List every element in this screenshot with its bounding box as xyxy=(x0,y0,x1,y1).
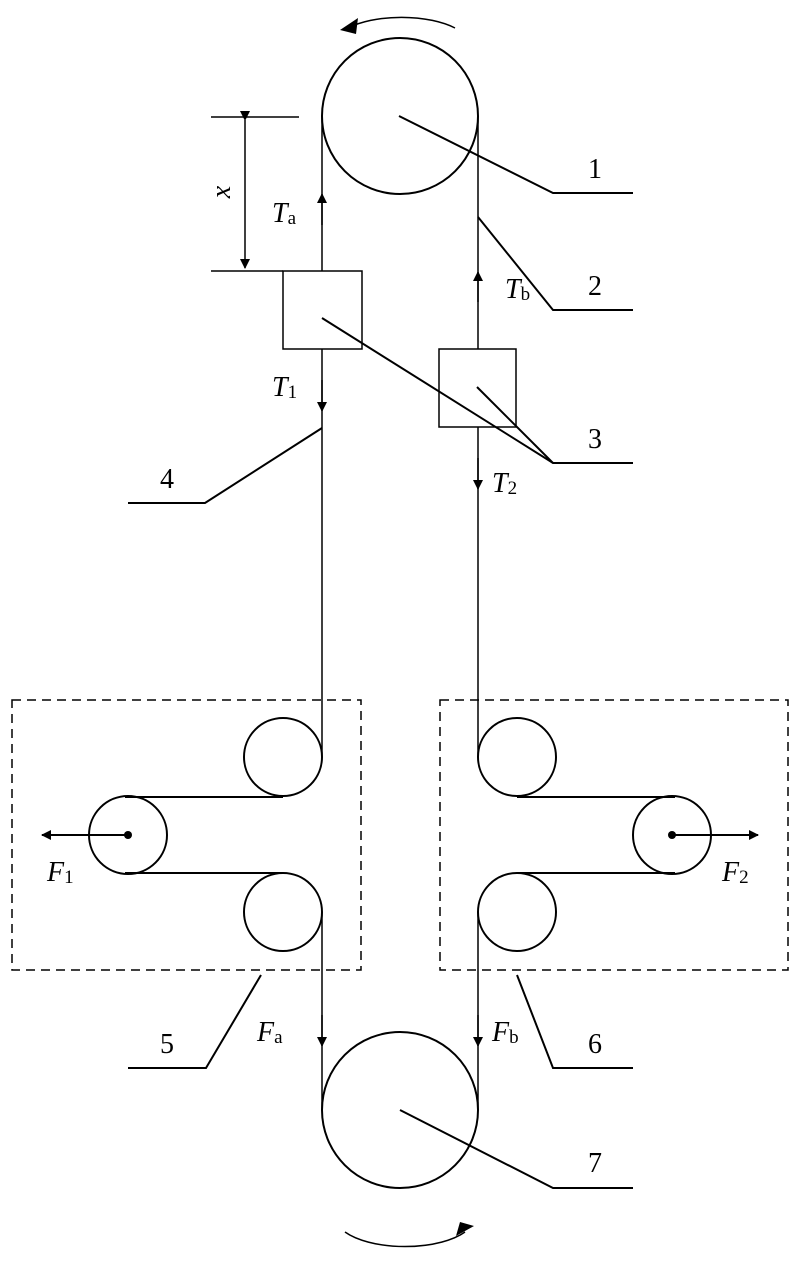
Ta-label: Ta xyxy=(272,198,297,229)
T2-label: T2 xyxy=(492,468,517,499)
Fa-label: Fa xyxy=(256,1017,283,1048)
leader-3b xyxy=(476,386,554,464)
label-3: 3 xyxy=(588,424,602,455)
right-tensioner-box xyxy=(439,699,789,971)
label-7: 7 xyxy=(588,1148,602,1179)
leader-6 xyxy=(516,974,633,1069)
bottom-rotation-arc xyxy=(344,1231,466,1248)
right-guide-pulley-upper xyxy=(477,717,557,797)
bottom-rotation-arrowhead-icon xyxy=(456,1222,474,1236)
top-rotation-arrowhead-icon xyxy=(340,18,358,34)
T1-label: T1 xyxy=(272,372,297,403)
label-2: 2 xyxy=(588,271,602,302)
x-label: x xyxy=(206,185,237,199)
left-tensioner-box xyxy=(11,699,362,971)
Tb-label: Tb xyxy=(505,274,530,305)
label-5: 5 xyxy=(160,1029,174,1060)
leader-4 xyxy=(128,427,323,504)
F2-label: F2 xyxy=(721,857,749,888)
label-4: 4 xyxy=(160,464,174,495)
leader-1 xyxy=(398,115,633,194)
right-guide-pulley-lower xyxy=(477,872,557,952)
Fb-label: Fb xyxy=(491,1017,519,1048)
left-guide-pulley-lower xyxy=(243,872,323,952)
leader-2 xyxy=(477,216,633,311)
label-6: 6 xyxy=(588,1029,602,1060)
label-1: 1 xyxy=(588,154,602,185)
top-rotation-arc xyxy=(347,16,456,29)
leader-5 xyxy=(128,974,262,1069)
left-guide-pulley-upper xyxy=(243,717,323,797)
F1-label: F1 xyxy=(46,857,74,888)
right-block xyxy=(438,348,517,428)
left-block xyxy=(282,270,363,350)
leader-7 xyxy=(399,1109,633,1189)
